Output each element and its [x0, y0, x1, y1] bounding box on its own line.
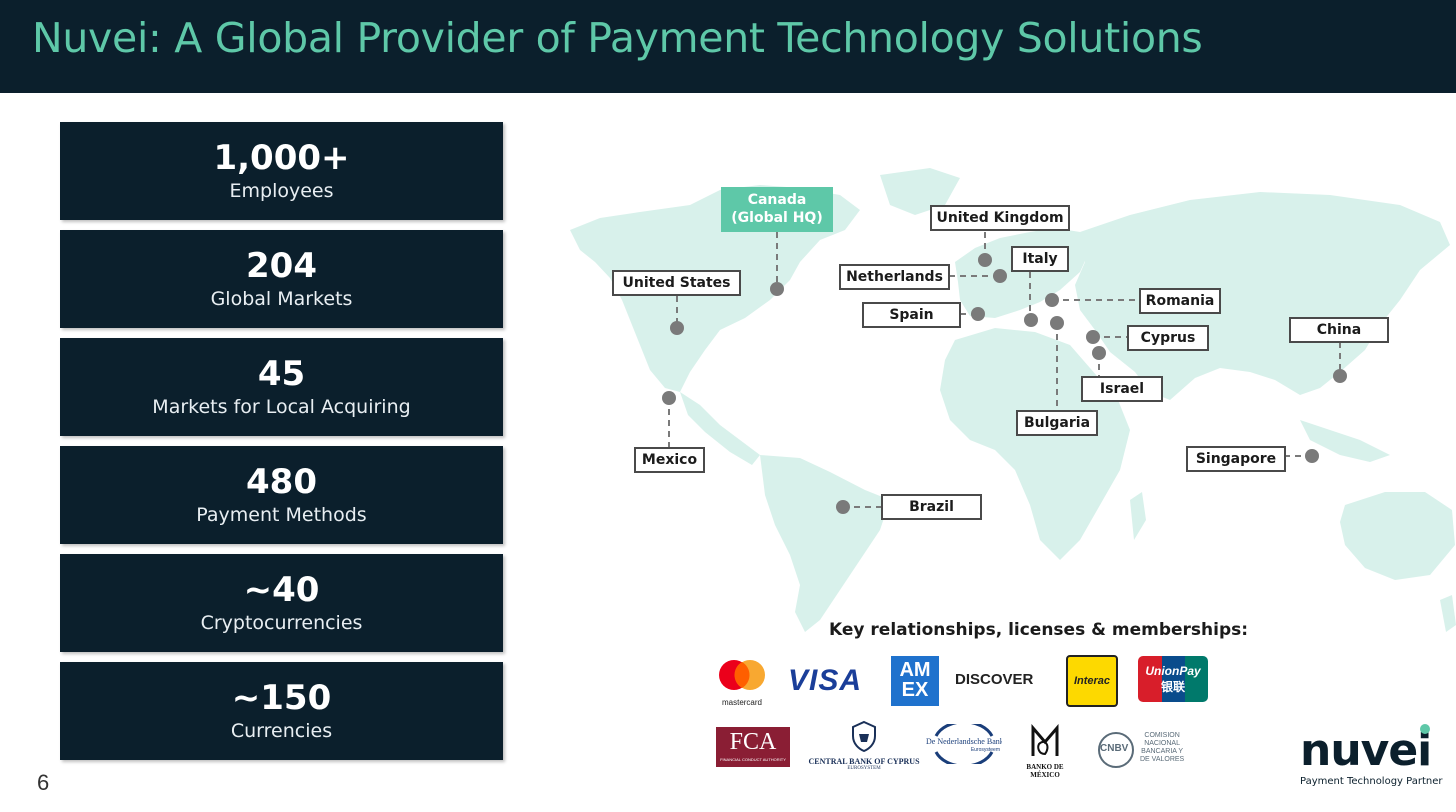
location-label-bulgaria: Bulgaria	[1016, 410, 1098, 436]
brand-dot-icon	[1420, 724, 1430, 734]
stat-label: Currencies	[230, 720, 333, 742]
location-label-brazil: Brazil	[881, 494, 982, 520]
mastercard-text: mastercard	[721, 698, 762, 707]
stat-value: 480	[246, 462, 317, 502]
stat-value: 45	[257, 354, 306, 394]
dnb-arc-icon	[934, 724, 994, 764]
stat-label: Payment Methods	[196, 504, 367, 526]
pin-netherlands	[993, 269, 1007, 283]
pin-bulgaria	[1050, 316, 1064, 330]
cnbv-line4: DE VALORES	[1140, 756, 1185, 763]
location-label-united-kingdom: United Kingdom	[930, 205, 1070, 231]
fca-logo: FCA FINANCIAL CONDUCT AUTHORITY	[716, 727, 790, 767]
cnbv-emblem-icon	[1098, 732, 1134, 768]
location-label-mexico: Mexico	[634, 447, 705, 473]
pin-brazil	[836, 500, 850, 514]
mastercard-logo: mastercard	[714, 658, 770, 707]
unionpay-cn: 银联	[1160, 680, 1185, 694]
stat-value: ~40	[243, 570, 320, 610]
pin-israel	[1092, 346, 1106, 360]
location-label-italy: Italy	[1011, 246, 1069, 272]
location-label-cyprus: Cyprus	[1127, 325, 1209, 351]
pin-united-states	[670, 321, 684, 335]
hq-country: Canada	[747, 192, 807, 208]
pin-canada	[770, 282, 784, 296]
banxico-text: BANKO DE MÉXICO	[1026, 763, 1064, 779]
discover-logo: DISCOVER	[955, 671, 1034, 688]
interac-logo: Interac	[1066, 655, 1118, 707]
stat-card-payment-methods: 480 Payment Methods	[60, 446, 503, 544]
stat-card-employees: 1,000+ Employees	[60, 122, 503, 220]
stat-card-cryptocurrencies: ~40 Cryptocurrencies	[60, 554, 503, 652]
nuvei-logo: nuvei Payment Technology Partner	[1300, 724, 1443, 787]
dnb-name: De Nederlandsche Bank	[926, 737, 1002, 746]
pin-united-kingdom	[978, 253, 992, 267]
cbc-name: CENTRAL BANK OF CYPRUS	[808, 757, 920, 766]
stat-label: Cryptocurrencies	[200, 612, 363, 634]
cnbv-abbr: CNBV	[1100, 743, 1129, 754]
stat-value: 1,000+	[213, 138, 350, 178]
brand-tagline: Payment Technology Partner	[1300, 776, 1443, 787]
dnb-logo: De Nederlandsche Bank Eurosysteem	[926, 724, 1002, 764]
cbc-sub: EUROSYSTEM	[847, 766, 881, 771]
mastercard-icon	[719, 660, 765, 690]
central-bank-cyprus-logo: CENTRAL BANK OF CYPRUS EUROSYSTEM	[805, 720, 923, 771]
amex-line1: AM	[899, 659, 931, 681]
location-pins	[662, 253, 1347, 514]
stat-card-global-markets: 204 Global Markets	[60, 230, 503, 328]
interac-text: Interac	[1073, 675, 1111, 687]
cnbv-fullname: COMISION NACIONAL BANCARIA Y DE VALORES	[1140, 732, 1184, 764]
unionpay-logo: UnionPay 银联	[1138, 656, 1208, 702]
amex-line2: EX	[901, 679, 929, 701]
pin-spain	[971, 307, 985, 321]
stat-card-currencies: ~150 Currencies	[60, 662, 503, 760]
cnbv-line3: BANCARIA Y	[1141, 748, 1184, 755]
dnb-sub: Eurosysteem	[970, 747, 1000, 753]
location-label-canada: Canada (Global HQ)	[721, 187, 833, 232]
location-label-united-states: United States	[612, 270, 741, 296]
unionpay-text: UnionPay	[1145, 664, 1201, 678]
cnbv-logo: CNBV COMISION NACIONAL BANCARIA Y DE VAL…	[1096, 730, 1192, 770]
pin-italy	[1024, 313, 1038, 327]
location-label-israel: Israel	[1081, 376, 1163, 402]
location-label-netherlands: Netherlands	[839, 264, 950, 290]
banxico-emblem-icon	[1031, 723, 1059, 756]
pin-china	[1333, 369, 1347, 383]
location-label-singapore: Singapore	[1186, 446, 1286, 472]
visa-logo: VISA	[788, 664, 863, 697]
location-label-spain: Spain	[862, 302, 961, 328]
pin-cyprus	[1086, 330, 1100, 344]
location-label-romania: Romania	[1139, 288, 1221, 314]
cnbv-line2: NACIONAL	[1144, 740, 1180, 747]
amex-logo: AM EX	[891, 656, 939, 706]
fca-sub: FINANCIAL CONDUCT AUTHORITY	[720, 757, 786, 762]
continents	[570, 168, 1456, 632]
page-number: 6	[37, 770, 50, 795]
cbc-emblem-icon	[852, 720, 876, 753]
pin-romania	[1045, 293, 1059, 307]
stat-label: Employees	[229, 180, 334, 202]
stat-card-local-acquiring: 45 Markets for Local Acquiring	[60, 338, 503, 436]
page-title: Nuvei: A Global Provider of Payment Tech…	[32, 14, 1203, 62]
relationships-title: Key relationships, licenses & membership…	[829, 620, 1249, 640]
pin-singapore	[1305, 449, 1319, 463]
header-bar: Nuvei: A Global Provider of Payment Tech…	[0, 0, 1456, 93]
banxico-logo: BANKO DE MÉXICO	[1011, 723, 1079, 779]
stat-value: 204	[246, 246, 317, 286]
stat-label: Global Markets	[210, 288, 353, 310]
brand-name: nuvei	[1300, 725, 1432, 776]
stat-value: ~150	[231, 678, 332, 718]
pin-mexico	[662, 391, 676, 405]
stat-label: Markets for Local Acquiring	[152, 396, 411, 418]
hq-note: (Global HQ)	[731, 210, 823, 226]
fca-text: FCA	[729, 729, 777, 755]
cnbv-line1: COMISION	[1144, 732, 1180, 739]
location-label-china: China	[1289, 317, 1389, 343]
